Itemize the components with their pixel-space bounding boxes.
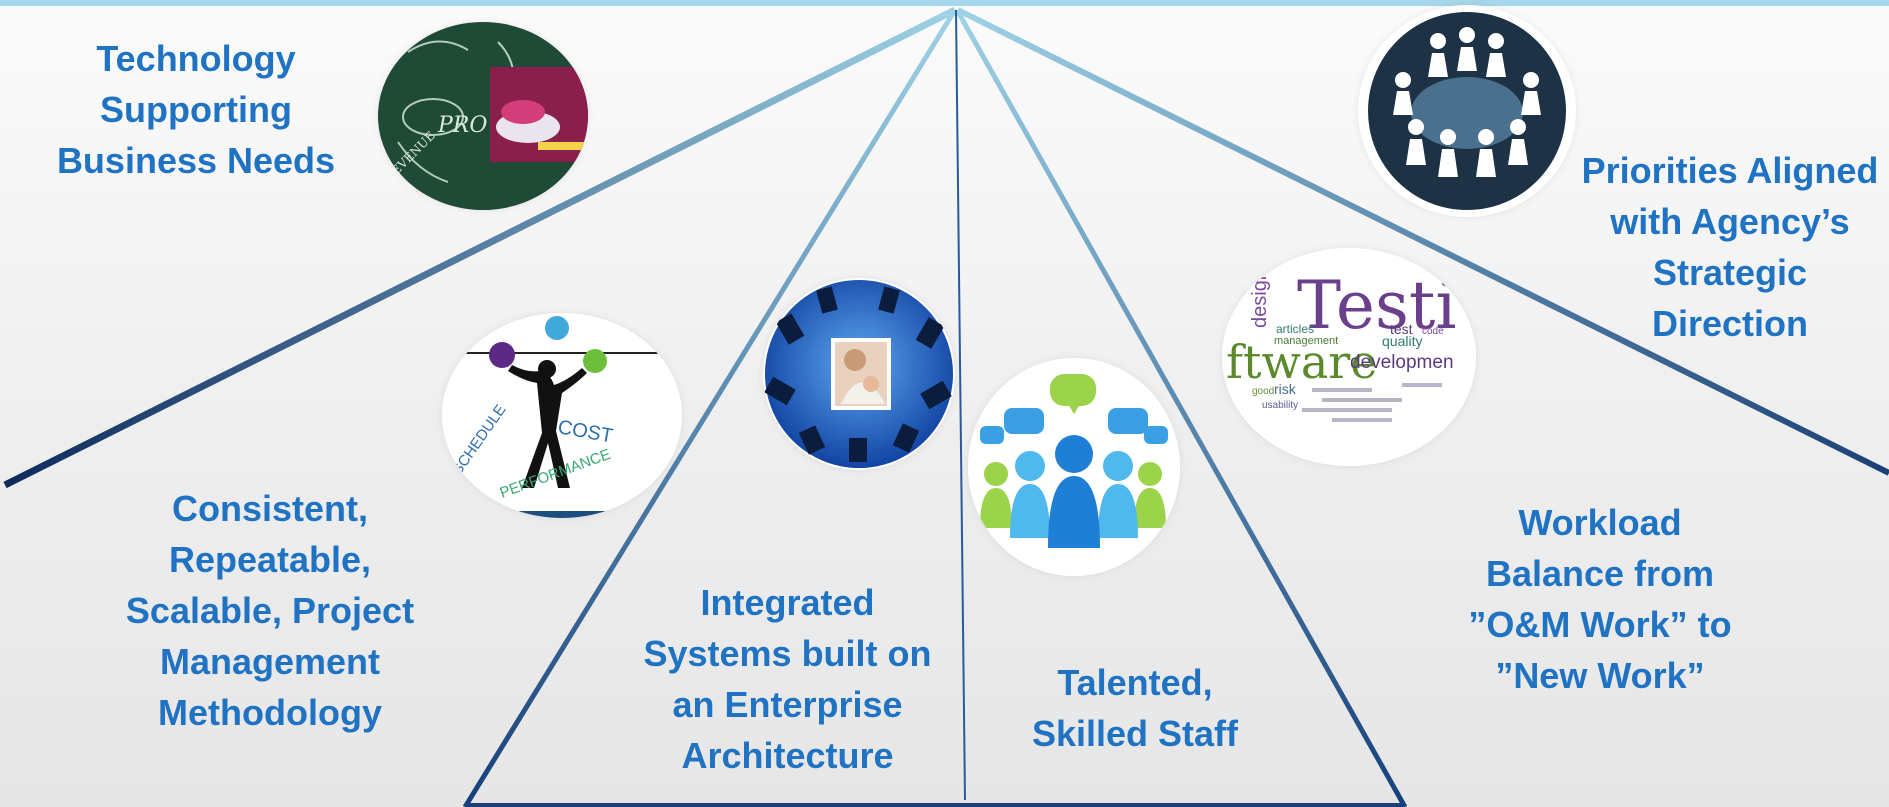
label-staff: Talented, Skilled Staff [1031,662,1239,754]
globe-devices-icon [763,278,955,470]
meeting-table-icon [1358,5,1576,217]
svg-text:developmen: developmen [1350,352,1454,373]
svg-text:code: code [1422,326,1444,337]
svg-text:PRO: PRO [437,113,487,138]
ray-left-diagonal [3,6,957,489]
label-workload: Workload Balance from ”O&M Work” to ”New… [1468,502,1732,696]
ray-inner-left [462,8,958,807]
ray-right-diagonal [956,7,1889,476]
svg-text:articles: articles [1276,322,1314,336]
svg-text:management: management [1274,335,1338,347]
label-project-management: Consistent, Repeatable, Scalable, Projec… [125,488,415,733]
svg-text:ftware: ftware [1226,335,1378,389]
svg-text:design: design [1249,269,1271,328]
testing-wordcloud-icon: Testi ftware developmen design articles … [1222,248,1476,466]
team-speech-bubbles-icon [968,358,1180,576]
ray-center [955,9,966,801]
svg-text:good: good [1252,386,1274,397]
chalkboard-mouse-icon: PRO REVENUE [378,22,588,210]
juggler-icon: COST SCHEDULE PERFORMANCE [442,313,682,518]
svg-text:Testi: Testi [1297,267,1456,344]
label-priorities: Priorities Aligned with Agency’s Strateg… [1581,150,1879,344]
svg-text:test: test [1390,321,1413,337]
svg-text:usability: usability [1262,400,1298,411]
svg-text:quality: quality [1382,333,1422,349]
label-integrated-systems: Integrated Systems built on an Enterpris… [643,582,932,776]
label-technology: Technology Supporting Business Needs [56,38,336,181]
svg-text:risk: risk [1274,381,1297,397]
ray-inner-right [954,8,1408,807]
